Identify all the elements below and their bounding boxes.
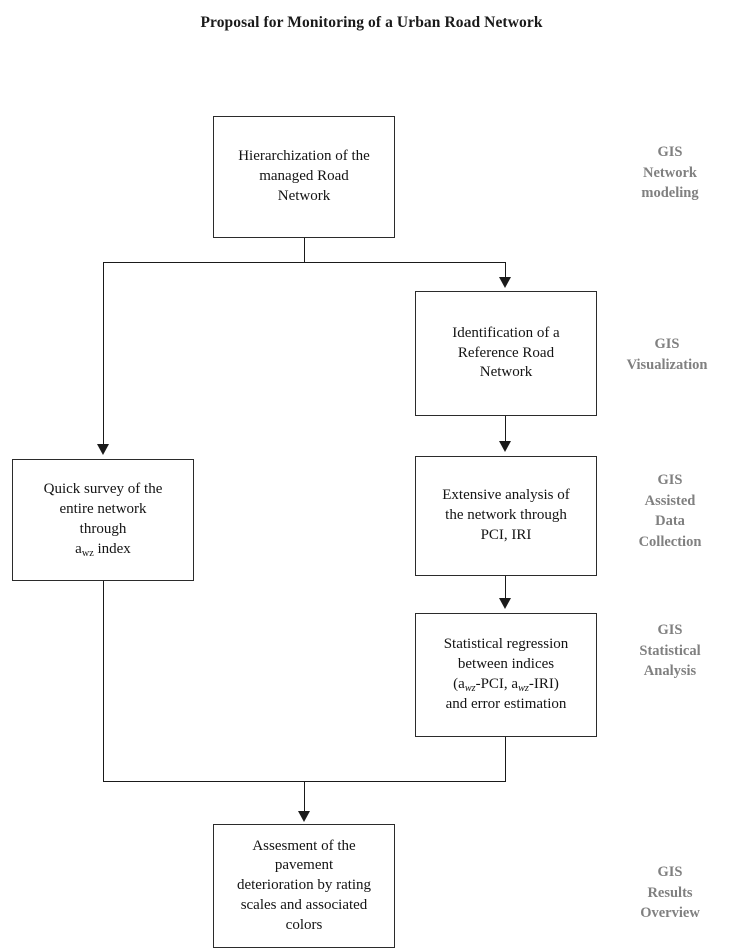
node-statistical-line-2: between indices [457, 655, 555, 672]
awz-index-subscript: wz [81, 547, 94, 559]
node-assesment-line-5: colors [285, 916, 323, 933]
arrowhead-to-statistical [499, 598, 511, 609]
stage-data-collection-line-1: GIS [657, 472, 683, 488]
stage-visualization-line-1: GIS [654, 336, 680, 352]
node-quick-survey-line-2: entire network [59, 500, 147, 517]
stage-network-modeling-line-2: Network [643, 164, 697, 181]
stage-network-modeling-line-3: modeling [641, 185, 699, 202]
connector-to-quick-survey [102, 262, 104, 445]
node-quick-survey-line-3: through [79, 520, 127, 537]
awz-index-tail: index [93, 540, 131, 557]
node-quick-survey[interactable]: Quick survey of the entire network throu… [12, 459, 194, 581]
indices-open: (a [453, 675, 465, 692]
connector-split-bus [103, 262, 506, 264]
stage-label-results-overview: GIS Results Overview [595, 862, 743, 924]
node-quick-survey-line-4: awz index [21, 540, 185, 560]
node-identification-line-2: Reference Road [457, 344, 555, 361]
stage-results-overview-line-2: Results [647, 884, 693, 901]
node-assesment-line-2: pavement [274, 857, 334, 874]
stage-label-visualization: GIS Visualization [592, 334, 742, 375]
indices-subscript-1: wz [464, 682, 476, 694]
stage-statistical-line-1: GIS [657, 622, 683, 638]
stage-data-collection-line-3: Data [655, 513, 685, 530]
node-hierarchization-line-1: Hierarchization of the [238, 148, 370, 165]
stage-results-overview-line-1: GIS [657, 864, 683, 880]
indices-close: -IRI) [528, 675, 559, 692]
node-extensive-line-2: the network through [445, 507, 567, 524]
stage-data-collection-line-4: Collection [638, 533, 702, 550]
node-hierarchization[interactable]: Hierarchization of the managed Road Netw… [213, 116, 395, 238]
stage-network-modeling-line-1: GIS [657, 144, 683, 160]
arrowhead-to-extensive [499, 441, 511, 452]
node-identification-line-1: Identification of a [452, 324, 560, 341]
stage-label-statistical-analysis: GIS Statistical Analysis [595, 620, 743, 682]
indices-mid: -PCI, a [475, 675, 519, 692]
arrowhead-to-quick-survey [97, 444, 109, 455]
node-extensive-analysis[interactable]: Extensive analysis of the network throug… [415, 456, 597, 576]
page-title: Proposal for Monitoring of a Urban Road … [200, 14, 543, 31]
stage-visualization-line-2: Visualization [626, 356, 708, 373]
arrowhead-to-assesment [298, 811, 310, 822]
node-assesment[interactable]: Assesment of the pavement deterioration … [213, 824, 395, 948]
awz-index-base: a [75, 540, 82, 557]
node-statistical-line-4: and error estimation [445, 696, 567, 713]
connector-extensive-to-statistical [504, 576, 506, 599]
node-identification[interactable]: Identification of a Reference Road Netwo… [415, 291, 597, 416]
node-statistical-regression[interactable]: Statistical regression between indices (… [415, 613, 597, 737]
connector-to-identification [504, 262, 506, 278]
arrowhead-to-identification [499, 277, 511, 288]
node-assesment-line-1: Assesment of the [252, 837, 356, 854]
node-identification-line-3: Network [479, 364, 533, 381]
connector-quick-survey-to-merge [102, 580, 104, 782]
connector-to-assesment [303, 781, 305, 812]
indices-subscript-2: wz [518, 682, 529, 694]
stage-label-data-collection: GIS Assisted Data Collection [595, 470, 743, 552]
stage-statistical-line-3: Analysis [643, 663, 697, 680]
node-extensive-line-1: Extensive analysis of [442, 487, 570, 504]
connector-hierarchization-stem [303, 238, 305, 263]
stage-results-overview-line-3: Overview [640, 905, 700, 922]
stage-statistical-line-2: Statistical [639, 642, 701, 659]
stage-label-network-modeling: GIS Network modeling [595, 142, 743, 204]
connector-identification-to-extensive [504, 416, 506, 442]
node-assesment-line-4: scales and associated [240, 896, 368, 913]
node-extensive-line-3: PCI, IRI [480, 526, 532, 543]
node-quick-survey-line-1: Quick survey of the [43, 481, 163, 498]
connector-statistical-to-merge [504, 737, 506, 782]
node-hierarchization-line-3: Network [277, 187, 331, 204]
node-hierarchization-line-2: managed Road [259, 168, 349, 185]
node-assesment-line-3: deterioration by rating [236, 877, 372, 894]
stage-data-collection-line-2: Assisted [644, 492, 696, 509]
node-statistical-line-3: (awz-PCI, awz-IRI) [424, 675, 588, 695]
node-statistical-line-1: Statistical regression [443, 636, 569, 653]
